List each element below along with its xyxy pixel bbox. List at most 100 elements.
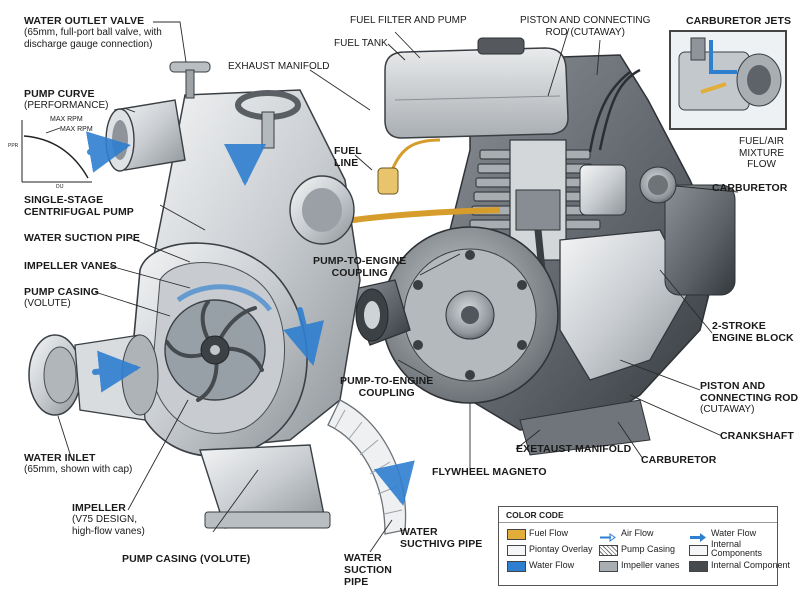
piston-right-1: PISTON AND: [700, 380, 798, 392]
impeller-desc-1: (V75 DESIGN,: [72, 514, 145, 526]
label-fuel-air-mixture: FUEL/AIR MIXTURE FLOW: [739, 136, 784, 171]
water-suction-pipe-left-title: WATER SUCTION PIPE: [24, 232, 140, 244]
legend-swatch-air: [599, 529, 616, 538]
label-fuel-line: FUEL LINE: [334, 145, 362, 169]
label-piston-top: PISTON AND CONNECTING ROD (CUTAWAY): [520, 15, 650, 38]
label-fuel-tank: FUEL TANK: [334, 38, 388, 50]
curve-tick-max-rpm-1: MAX RPM: [50, 116, 83, 123]
water-inlet-desc: (65mm, shown with cap): [24, 464, 132, 476]
legend-label-fuel: Fuel Flow: [529, 528, 568, 538]
curve-axis-x: DIJ: [56, 184, 64, 190]
label-carburetor-right: CARBURETOR: [712, 182, 787, 194]
legend-swatch-water-arrow: [689, 529, 706, 538]
legend-title: COLOR CODE: [506, 510, 564, 520]
fuel-filter-title: FUEL FILTER AND PUMP: [350, 15, 467, 27]
label-impeller-vanes: IMPELLER VANES: [24, 260, 117, 272]
impeller-desc-2: high-flow vanes): [72, 526, 145, 538]
legend-label-overlay2: Internal Components: [711, 540, 773, 558]
coupling-mid-1: PUMP-TO-ENGINE: [340, 375, 433, 387]
crankshaft-title: CRANKSHAFT: [720, 430, 794, 442]
label-pump-casing-bottom: PUMP CASING (VOLUTE): [122, 553, 250, 565]
coupling-mid-2: COUPLING: [340, 387, 433, 399]
pump-casing-left-desc: (VOLUTE): [24, 298, 99, 310]
flywheel-magneto-title: FLYWHEEL MAGNETO: [432, 466, 547, 478]
coupling-top-2: COUPLING: [313, 267, 406, 279]
label-exhaust-manifold-top: EXHAUST MANIFOLD: [228, 61, 330, 73]
label-exetaust-manifold: EXETAUST MANIFOLD: [516, 443, 631, 455]
water-sucthivg-line-2: SUCTHIVG PIPE: [400, 538, 482, 550]
pump-curve-desc: (PERFORMANCE): [24, 100, 108, 112]
fuel-line-2: LINE: [334, 157, 362, 169]
legend-label-overlay: Piontay Overlay: [529, 544, 593, 554]
water-outlet-valve-title: WATER OUTLET VALVE: [24, 15, 162, 27]
carburetor-jets-title: CARBURETOR JETS: [686, 15, 791, 27]
water-suction-pipe-bottom-1: WATER: [344, 552, 392, 564]
water-inlet-title: WATER INLET: [24, 452, 132, 464]
label-water-suction-pipe-bottom: WATER SUCTION PIPE: [344, 552, 392, 588]
single-stage-line-1: SINGLE-STAGE: [24, 194, 134, 206]
carburetor-jets-inset: [669, 30, 787, 130]
legend-divider: [499, 522, 777, 523]
piston-right-2: CONNECTING ROD: [700, 392, 798, 404]
fuel-air-3: FLOW: [739, 159, 784, 171]
legend-swatch-fuel: [507, 529, 526, 540]
legend-label-hatch: Pump Casing: [621, 544, 675, 554]
exetaust-manifold-title: EXETAUST MANIFOLD: [516, 443, 631, 455]
water-outlet-valve-desc-1: (65mm, full-port ball valve, with: [24, 27, 162, 39]
pump-casing-bottom-title: PUMP CASING (VOLUTE): [122, 553, 250, 565]
legend-swatch-internal: [689, 561, 708, 572]
legend-swatch-water: [507, 561, 526, 572]
legend-label-internal: Internal Component: [711, 560, 790, 570]
label-carburetor-jets: CARBURETOR JETS: [686, 15, 791, 27]
fuel-tank-title: FUEL TANK: [334, 38, 388, 50]
carburetor-jets-inset-art: [671, 32, 787, 130]
legend-swatch-vane: [599, 561, 618, 572]
fuel-air-2: MIXTURE: [739, 148, 784, 160]
water-suction-pipe-bottom-3: PIPE: [344, 576, 392, 588]
label-single-stage-pump: SINGLE-STAGE CENTRIFUGAL PUMP: [24, 194, 134, 218]
label-two-stroke: 2-STROKE ENGINE BLOCK: [712, 320, 794, 344]
label-pump-casing-left: PUMP CASING (VOLUTE): [24, 286, 99, 310]
label-pump-curve: PUMP CURVE (PERFORMANCE): [24, 88, 108, 112]
curve-tick-max-rpm-2: MAX RPM: [60, 126, 93, 133]
legend-label-water-arrow: Water Flow: [711, 528, 756, 538]
label-water-outlet-valve: WATER OUTLET VALVE (65mm, full-port ball…: [24, 15, 162, 50]
label-carburetor-bottom: CARBURETOR: [641, 454, 716, 466]
fuel-line-1: FUEL: [334, 145, 362, 157]
impeller-vanes-title: IMPELLER VANES: [24, 260, 117, 272]
legend-label-vane: Impeller vanes: [621, 560, 680, 570]
water-suction-pipe-bottom-2: SUCTION: [344, 564, 392, 576]
exhaust-manifold-top-title: EXHAUST MANIFOLD: [228, 61, 330, 73]
legend-label-water: Water Flow: [529, 560, 574, 570]
carburetor-bottom-title: CARBURETOR: [641, 454, 716, 466]
piston-top-1: PISTON AND CONNECTING: [520, 15, 650, 27]
piston-right-desc: (CUTAWAY): [700, 404, 798, 416]
label-impeller: IMPELLER (V75 DESIGN, high-flow vanes): [72, 502, 145, 537]
legend-label-air: Air Flow: [621, 528, 654, 538]
label-fuel-filter: FUEL FILTER AND PUMP: [350, 15, 467, 27]
two-stroke-1: 2-STROKE: [712, 320, 794, 332]
legend-swatch-overlay2: [689, 545, 708, 556]
label-water-inlet: WATER INLET (65mm, shown with cap): [24, 452, 132, 476]
fuel-air-1: FUEL/AIR: [739, 136, 784, 148]
pump-curve-title: PUMP CURVE: [24, 88, 108, 100]
curve-axis-y: PPR: [8, 143, 18, 149]
label-flywheel-magneto: FLYWHEEL MAGNETO: [432, 466, 547, 478]
legend-swatch-hatch: [599, 545, 618, 556]
single-stage-line-2: CENTRIFUGAL PUMP: [24, 206, 134, 218]
carburetor-right-title: CARBURETOR: [712, 182, 787, 194]
label-coupling-mid: PUMP-TO-ENGINE COUPLING: [340, 375, 433, 399]
piston-top-2: ROD (CUTAWAY): [520, 27, 650, 39]
two-stroke-2: ENGINE BLOCK: [712, 332, 794, 344]
pump-casing-left-title: PUMP CASING: [24, 286, 99, 298]
fuel-tank: [385, 38, 568, 138]
label-piston-right: PISTON AND CONNECTING ROD (CUTAWAY): [700, 380, 798, 416]
label-coupling-top: PUMP-TO-ENGINE COUPLING: [313, 255, 406, 279]
label-water-suction-pipe-left: WATER SUCTION PIPE: [24, 232, 140, 244]
water-sucthivg-line-1: WATER: [400, 526, 482, 538]
legend-swatch-overlay: [507, 545, 526, 556]
impeller-title: IMPELLER: [72, 502, 145, 514]
water-outlet-valve-desc-2: discharge gauge connection): [24, 39, 162, 51]
label-crankshaft: CRANKSHAFT: [720, 430, 794, 442]
